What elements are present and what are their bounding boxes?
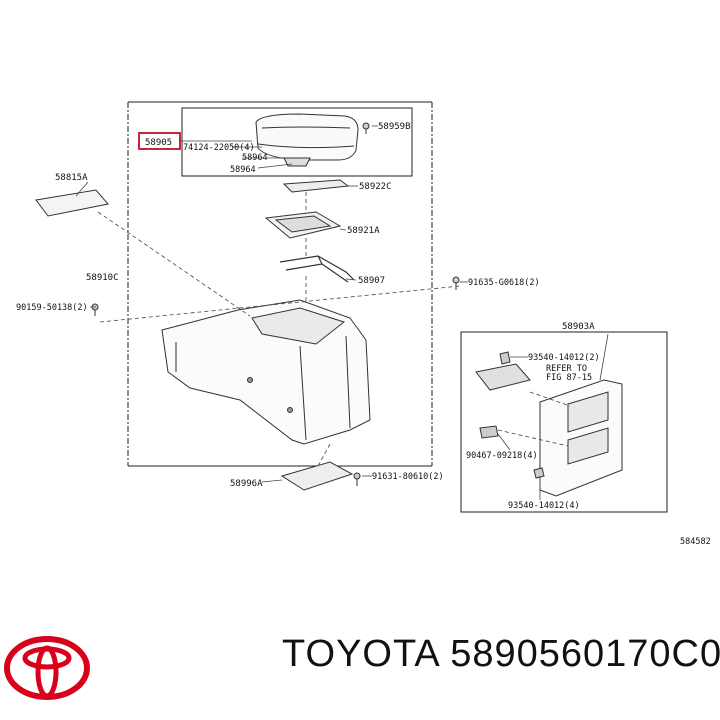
part-label-91635: 91635-G0618(2) xyxy=(468,278,540,288)
leader-lines xyxy=(75,125,609,500)
screw-icon xyxy=(91,303,99,316)
panel-drawing xyxy=(475,351,623,497)
part-label-93540-b: 93540-14012(4) xyxy=(508,501,580,511)
part-label-58903a: 58903A xyxy=(562,322,595,332)
part-label-90467: 90467-09218(4) xyxy=(466,451,538,461)
part-label-58921a: 58921A xyxy=(347,226,380,236)
main-frame xyxy=(127,101,433,467)
part-label-58959b: 58959B xyxy=(378,122,411,132)
part-label-58964-b: 58964 xyxy=(230,165,256,175)
armrest-subframe xyxy=(181,107,413,177)
part-label-91631: 91631-80610(2) xyxy=(372,472,444,482)
part-label-58905: 58905 xyxy=(145,138,172,148)
console-body-drawing xyxy=(161,299,371,445)
refer-to-label: REFER TO xyxy=(546,364,587,374)
part-number: 5890560170C0 xyxy=(450,633,720,675)
figure-code: 584582 xyxy=(680,537,711,547)
refer-fig-label: FIG 87-15 xyxy=(546,373,592,383)
part-label-58907: 58907 xyxy=(358,276,385,286)
part-label-58996a: 58996A xyxy=(230,479,263,489)
part-label-58964-a: 58964 xyxy=(242,153,268,163)
screw-icon xyxy=(353,472,361,486)
part-label-93540-a: 93540-14012(2) xyxy=(528,353,600,363)
part-label-90159: 90159-50138(2) xyxy=(16,303,88,313)
bottom-bracket-drawing xyxy=(280,461,354,491)
part-label-74124: 74124-22050(4) xyxy=(183,143,255,153)
cover-drawing xyxy=(282,179,350,193)
screw-icon xyxy=(452,276,460,290)
panel-subframe xyxy=(460,331,668,513)
brand-name: TOYOTA xyxy=(282,633,439,675)
tray-drawing xyxy=(264,211,342,239)
screw-icon xyxy=(362,122,370,134)
toyota-logo-icon xyxy=(4,636,90,700)
bracket-drawing xyxy=(279,255,355,283)
part-label-58815a: 58815A xyxy=(55,173,88,183)
part-label-58910c: 58910C xyxy=(86,273,119,283)
part-label-58922c: 58922C xyxy=(359,182,392,192)
mat-drawing xyxy=(35,189,109,217)
brand-part-number-line: TOYOTA 5890560170C0 xyxy=(282,635,720,673)
